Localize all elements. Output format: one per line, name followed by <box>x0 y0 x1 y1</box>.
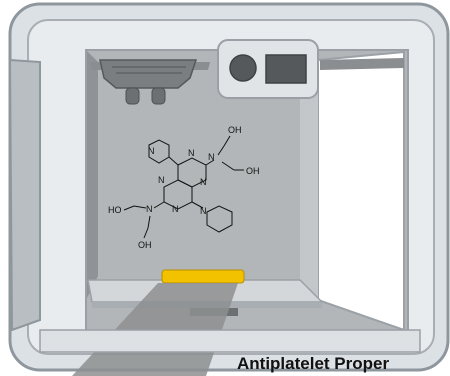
nozzle-right <box>151 87 166 105</box>
filament-rod <box>161 269 245 284</box>
bond <box>123 205 135 211</box>
molecule-atom-labels: OH OH HO OH N N N N N N N N <box>108 125 260 250</box>
control-panel <box>217 39 319 99</box>
window-frame-post <box>300 60 318 300</box>
left-side-panel <box>8 58 41 332</box>
atom-label-oh-top: OH <box>228 125 242 135</box>
atom-label-n: N <box>158 175 165 185</box>
atom-label-n: N <box>208 152 215 162</box>
atom-label-ho-left: HO <box>108 205 122 215</box>
bond <box>217 145 225 156</box>
chamber-right-window <box>317 50 405 332</box>
print-head-body <box>99 59 198 89</box>
front-bottom-frame <box>39 329 421 353</box>
bond <box>133 205 147 209</box>
atom-label-n: N <box>148 146 155 156</box>
print-head <box>99 59 198 105</box>
right-rail <box>320 58 404 70</box>
atom-label-oh-right: OH <box>246 166 260 176</box>
molecule-structure <box>123 135 244 239</box>
atom-label-n: N <box>146 204 153 214</box>
atom-label-oh-bottom: OH <box>138 240 152 250</box>
bond <box>147 215 151 229</box>
atom-label-n: N <box>200 177 207 187</box>
chamber-left-wall <box>86 50 98 300</box>
nozzle-left <box>125 87 140 105</box>
bond <box>168 156 179 166</box>
piperidine-ring-bottom <box>206 205 233 233</box>
control-screen <box>265 54 307 84</box>
atom-label-n: N <box>172 204 179 214</box>
pyrimidine-ring-bottom <box>163 179 193 210</box>
bond <box>153 201 165 209</box>
caption-text: Antiplatelet Proper <box>237 354 390 373</box>
control-dial <box>229 54 257 82</box>
bond <box>221 161 235 171</box>
bond <box>191 201 204 209</box>
bond <box>223 135 231 147</box>
atom-label-n: N <box>188 148 195 158</box>
bond <box>205 159 215 166</box>
bond <box>143 227 149 239</box>
atom-label-n: N <box>200 206 207 216</box>
